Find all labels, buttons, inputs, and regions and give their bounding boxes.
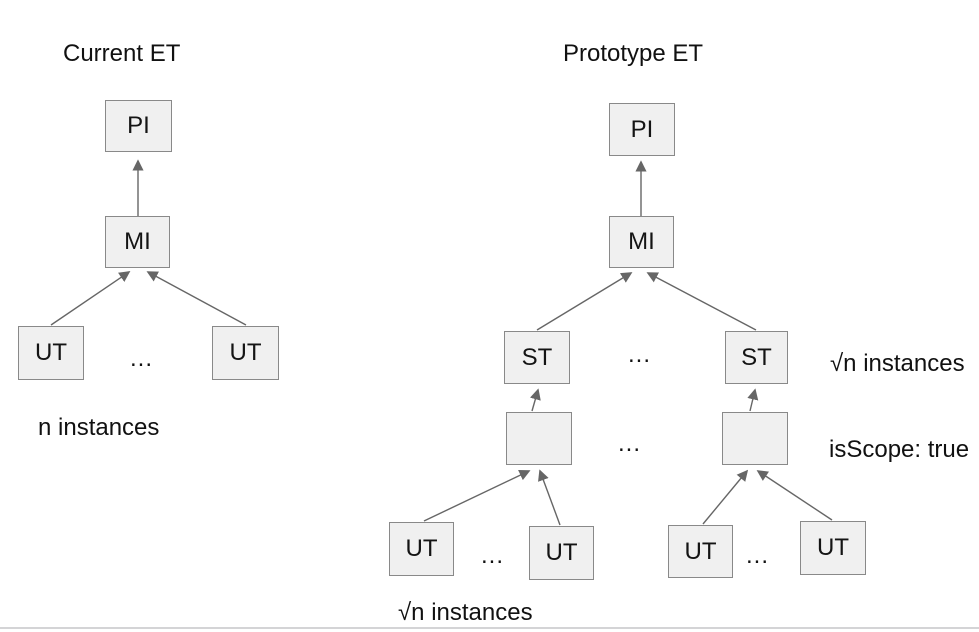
node-left-ut1: UT <box>18 326 84 380</box>
node-right-mi: MI <box>609 216 674 268</box>
right-st-ellipsis: ... <box>628 341 652 368</box>
edge-right-st1-mi <box>536 272 633 331</box>
right-tree-title: Prototype ET <box>563 40 704 67</box>
right-scope-annotation: isScope: true <box>829 436 970 463</box>
right-ut-left-ellipsis: ... <box>481 542 505 569</box>
edge-right-scope1-st1 <box>530 388 541 412</box>
node-right-ut2: UT <box>529 526 594 580</box>
bottom-rule <box>0 627 979 629</box>
edge-right-ut1-scope1 <box>423 470 531 522</box>
node-right-ut4: UT <box>800 521 866 575</box>
edge-right-st2-mi <box>646 272 757 331</box>
node-right-st2-label: ST <box>741 343 772 371</box>
edge-right-scope2-st2 <box>747 388 759 412</box>
edge-right-ut2-scope1 <box>538 469 561 526</box>
right-ut-annotation: √n instances <box>398 599 533 626</box>
node-right-ut3: UT <box>668 525 733 578</box>
node-right-st2: ST <box>725 331 788 384</box>
node-left-mi-label: MI <box>124 228 151 255</box>
edge-left-ut1-mi <box>50 271 131 326</box>
node-right-pi-label: PI <box>630 115 654 143</box>
node-right-st1: ST <box>504 331 570 384</box>
edge-right-ut3-scope2 <box>702 469 749 525</box>
node-right-mi-label: MI <box>628 228 655 255</box>
left-instances-annotation: n instances <box>38 414 160 441</box>
node-right-pi: PI <box>609 103 675 156</box>
node-right-ut2-label: UT <box>545 539 578 566</box>
node-left-mi: MI <box>105 216 170 268</box>
node-left-ut1-label: UT <box>35 339 67 366</box>
node-left-pi-label: PI <box>127 112 150 139</box>
node-right-ut1: UT <box>389 522 454 576</box>
node-right-scope1 <box>506 412 572 465</box>
node-right-ut3-label: UT <box>684 537 717 565</box>
right-st-annotation: √n instances <box>830 350 965 377</box>
node-right-st1-label: ST <box>521 343 553 371</box>
node-right-scope2 <box>722 412 788 465</box>
node-right-ut1-label: UT <box>405 535 438 562</box>
right-scope-ellipsis: ... <box>618 430 642 457</box>
edge-left-ut2-mi <box>146 271 247 326</box>
left-tree-title: Current ET <box>63 40 181 67</box>
left-ut-ellipsis: ... <box>130 345 154 372</box>
node-right-ut4-label: UT <box>817 534 849 561</box>
node-left-ut2: UT <box>212 326 279 380</box>
edge-right-ut4-scope2 <box>756 470 833 521</box>
right-ut-right-ellipsis: ... <box>746 542 770 569</box>
node-left-ut2-label: UT <box>229 339 262 366</box>
node-left-pi: PI <box>105 100 172 152</box>
